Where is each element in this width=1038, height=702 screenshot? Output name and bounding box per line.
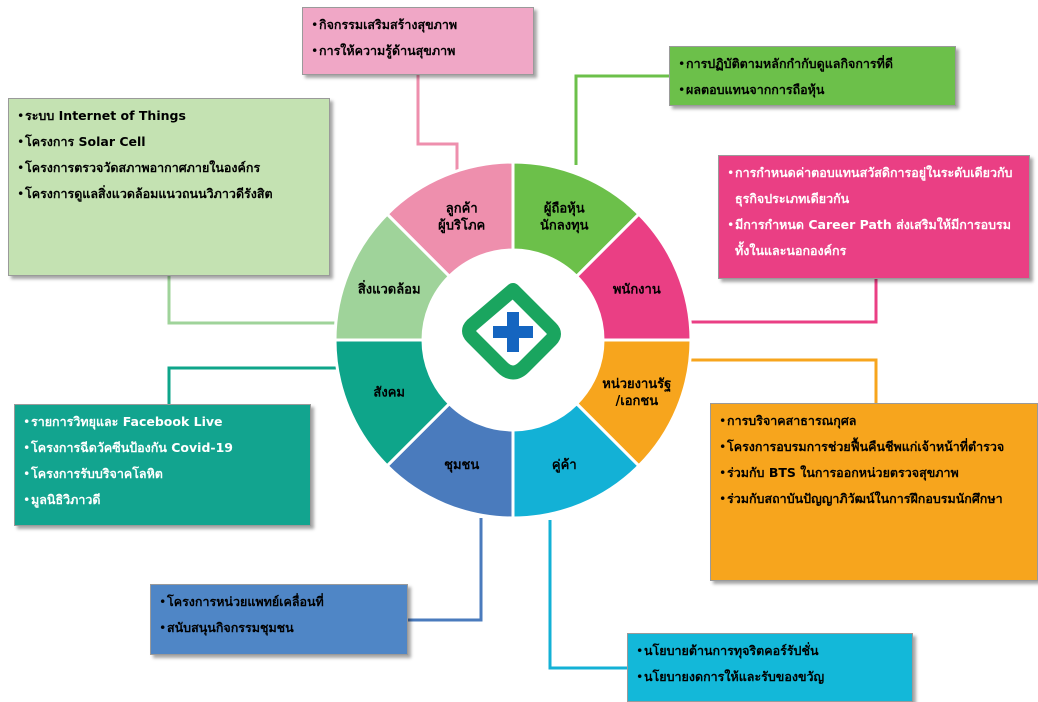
consumer-item: กิจกรรมเสริมสร้างสุขภาพ [311, 12, 527, 38]
society-box: รายการวิทยุและ Facebook Live โครงการฉีดวั… [14, 404, 311, 526]
employee-box: การกำหนดค่าตอบแทนสวัสดิการอยู่ในระดับเดี… [718, 155, 1030, 279]
wheel-label-0: ลูกค้าผู้บริโภค [438, 201, 485, 234]
connector-line-7 [167, 276, 338, 325]
connector-lines [167, 74, 878, 670]
community-box: โครงการหน่วยแพทย์เคลื่อนที่สนับสนุนกิจกร… [150, 584, 408, 655]
government-item: การบริจาคสาธารณกุศล [719, 408, 1031, 434]
wheel-labels: ลูกค้าผู้บริโภค ผู้ถือหุ้นนักลงทุนพนักงาน… [358, 201, 672, 473]
connector-line-5 [408, 518, 483, 622]
consumer-item: การให้ความรู้ด้านสุขภาพ [311, 38, 527, 64]
partner-item-text: นโยบายต้านการทุจริตคอร์รัปชั่น [644, 643, 819, 658]
government-item-text: ร่วมกับ BTS ในการออกหน่วยตรวจสุขภาพ [727, 465, 959, 480]
consumer-box: กิจกรรมเสริมสร้างสุขภาพการให้ความรู้ด้าน… [302, 7, 534, 75]
consumer-item-text: กิจกรรมเสริมสร้างสุขภาพ [319, 17, 458, 32]
society-item: โครงการฉีดวัคซีนป้องกัน Covid-19 [23, 435, 304, 461]
environment-item: โครงการ Solar Cell [17, 129, 323, 155]
environment-item: โครงการตรวจวัดสภาพอากาศภายในองค์กร [17, 155, 323, 181]
government-item: ร่วมกับ BTS ในการออกหน่วยตรวจสุขภาพ [719, 460, 1031, 486]
government-item-text: ร่วมกับสถาบันปัญญาภิวัฒน์ในการฝึกอบรมนัก… [727, 491, 1003, 506]
employee-item: การกำหนดค่าตอบแทนสวัสดิการอยู่ในระดับเดี… [727, 160, 1023, 212]
community-item-text: สนับสนุนกิจกรรมชุมชน [167, 620, 294, 635]
connector-line-3 [691, 358, 878, 403]
partner-item: นโยบายงดการให้และรับของขวัญ [636, 664, 906, 690]
society-item: รายการวิทยุและ Facebook Live [23, 409, 304, 435]
government-item: โครงการอบรมการช่วยฟื้นคืนชีพแก่เจ้าหน้าท… [719, 434, 1031, 460]
consumer-item-text: การให้ความรู้ด้านสุขภาพ [319, 43, 456, 58]
employee-item: มีการกำหนด Career Path ส่งเสริมให้มีการอ… [727, 212, 1023, 264]
environment-item: ระบบ Internet of Things [17, 103, 323, 129]
society-item-text: มูลนิธิวิภาวดี [31, 492, 101, 507]
community-item: โครงการหน่วยแพทย์เคลื่อนที่ [159, 589, 401, 615]
shareholder-item-text: ผลตอบแทนจากการถือหุ้น [686, 82, 825, 97]
wheel-label-4: คู่ค้า [552, 457, 577, 473]
wheel-label-7: สิ่งแวดล้อม [358, 280, 421, 298]
partner-item-text: นโยบายงดการให้และรับของขวัญ [644, 669, 825, 684]
environment-item-text: โครงการดูแลสิ่งแวดล้อมแนวถนนวิภาวดีรังสิ… [25, 186, 273, 201]
wheel-label-6: สังคม [373, 385, 405, 400]
society-item-text: โครงการฉีดวัคซีนป้องกัน Covid-19 [31, 440, 233, 455]
connector-line-2 [689, 279, 878, 324]
government-item-text: การบริจาคสาธารณกุศล [727, 413, 857, 428]
wheel-label-5: ชุมชน [444, 458, 479, 473]
shareholder-item: ผลตอบแทนจากการถือหุ้น [678, 77, 949, 103]
shareholder-item: การปฏิบัติตามหลักกำกับดูแลกิจการที่ดี [678, 51, 949, 77]
government-item: ร่วมกับสถาบันปัญญาภิวัฒน์ในการฝึกอบรมนัก… [719, 486, 1031, 512]
environment-item: โครงการดูแลสิ่งแวดล้อมแนวถนนวิภาวดีรังสิ… [17, 181, 323, 207]
environment-item-text: โครงการตรวจวัดสภาพอากาศภายในองค์กร [25, 160, 261, 175]
government-box: การบริจาคสาธารณกุศลโครงการอบรมการช่วยฟื้… [710, 403, 1038, 581]
employee-item-text: การกำหนดค่าตอบแทนสวัสดิการอยู่ในระดับเดี… [735, 165, 1013, 206]
wheel-label-1: ผู้ถือหุ้นนักลงทุน [540, 201, 589, 234]
shareholder-box: การปฏิบัติตามหลักกำกับดูแลกิจการที่ดีผลต… [669, 46, 956, 106]
connector-line-0 [416, 75, 459, 170]
connector-line-4 [548, 520, 627, 670]
community-item: สนับสนุนกิจกรรมชุมชน [159, 615, 401, 641]
community-item-text: โครงการหน่วยแพทย์เคลื่อนที่ [167, 594, 324, 609]
society-item-text: โครงการรับบริจาคโลหิต [31, 466, 163, 481]
shareholder-item-text: การปฏิบัติตามหลักกำกับดูแลกิจการที่ดี [686, 56, 894, 71]
environment-box: ระบบ Internet of Things โครงการ Solar Cel… [8, 98, 330, 276]
partner-box: นโยบายต้านการทุจริตคอร์รัปชั่นนโยบายงดกา… [627, 633, 913, 702]
society-item: โครงการรับบริจาคโลหิต [23, 461, 304, 487]
connector-line-1 [574, 74, 669, 165]
environment-item-text: โครงการ Solar Cell [25, 134, 146, 149]
wheel-label-2: พนักงาน [613, 283, 661, 298]
employee-item-text: มีการกำหนด Career Path ส่งเสริมให้มีการอ… [735, 217, 1011, 258]
environment-item-text: ระบบ Internet of Things [25, 108, 186, 123]
wheel-label-3: หน่วยงานรัฐ/เอกชน [602, 377, 671, 409]
government-item-text: โครงการอบรมการช่วยฟื้นคืนชีพแก่เจ้าหน้าท… [727, 439, 1005, 454]
society-item-text: รายการวิทยุและ Facebook Live [31, 414, 223, 429]
society-item: มูลนิธิวิภาวดี [23, 487, 304, 513]
connector-line-6 [167, 366, 338, 404]
green-cross-logo-icon [462, 283, 561, 380]
partner-item: นโยบายต้านการทุจริตคอร์รัปชั่น [636, 638, 906, 664]
